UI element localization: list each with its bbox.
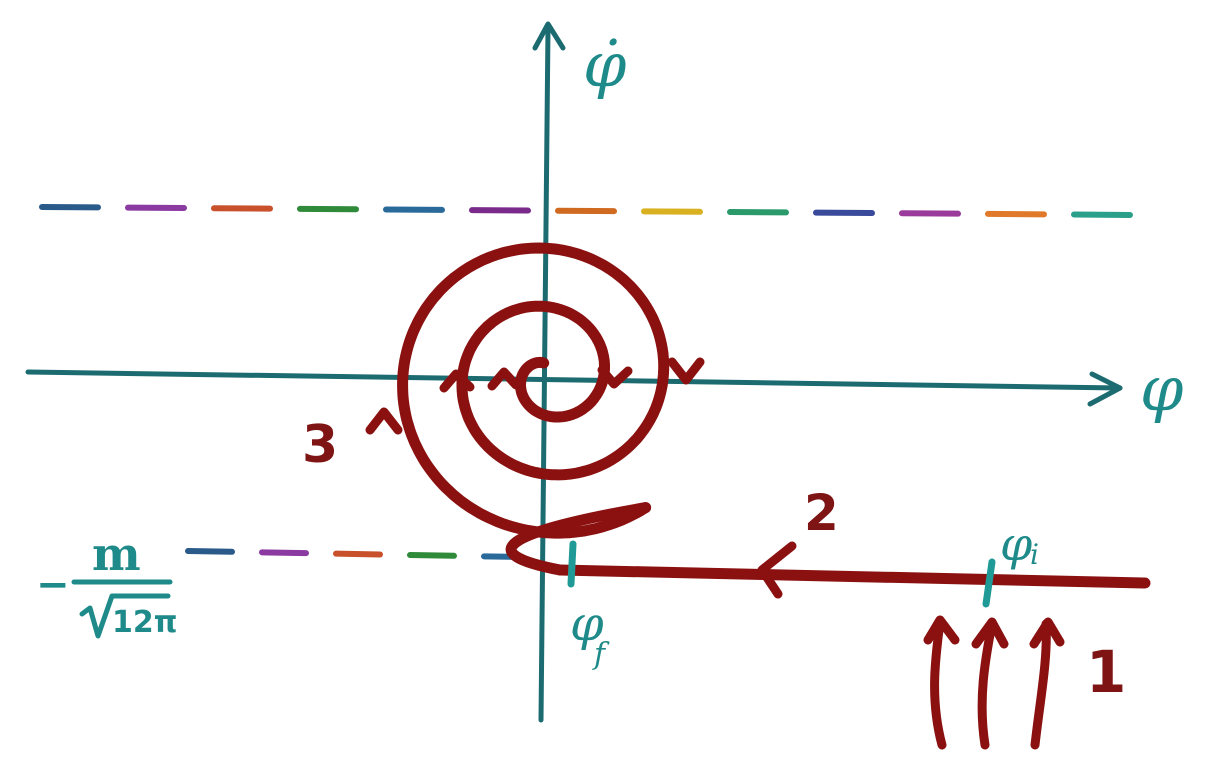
stage-3-label: 3 — [302, 415, 338, 475]
svg-text:φ: φ — [1000, 517, 1033, 571]
dash-segment — [185, 548, 235, 555]
phi-axis — [25, 369, 1123, 407]
lower-bound-dashed-line — [185, 548, 523, 560]
dash-segment — [333, 550, 383, 558]
upper-bound-dashed-line — [39, 204, 1133, 218]
spiral-arrow-left-outer — [365, 407, 403, 435]
trajectory-spiral — [397, 242, 670, 539]
stage-2-label: 2 — [804, 484, 839, 542]
upward-arrows — [923, 615, 1065, 750]
svg-text:i: i — [1030, 538, 1039, 571]
svg-text:f: f — [592, 637, 610, 672]
svg-text:φ: φ — [570, 596, 604, 652]
spiral-arrow-right-outer — [667, 357, 705, 385]
svg-text:m: m — [92, 527, 141, 581]
phi-dot-axis-label: φ̇ — [583, 28, 627, 101]
phi-i-label: φ i — [1000, 517, 1039, 571]
lower-bound-fraction-label: − m 12π — [36, 527, 177, 640]
stage-1-label: 1 — [1086, 638, 1126, 706]
trajectory-line — [554, 564, 1151, 589]
dash-segment — [407, 552, 457, 559]
svg-text:−: − — [36, 562, 70, 608]
spiral-arrow-middle — [439, 369, 475, 393]
line-arrow-left — [757, 541, 797, 599]
dash-segment — [259, 549, 309, 557]
spiral-arrow-inner-right — [597, 365, 633, 389]
phi-axis-label: φ — [1140, 352, 1184, 425]
phi-dot-axis — [532, 21, 566, 723]
trajectory-bridge — [505, 502, 652, 576]
spiral-arrow-inner-left — [487, 367, 521, 391]
phi-f-label: φ f — [570, 596, 610, 672]
svg-text:12π: 12π — [112, 605, 177, 640]
phi-f-tick — [567, 540, 577, 588]
phi-i-tick — [982, 558, 996, 608]
